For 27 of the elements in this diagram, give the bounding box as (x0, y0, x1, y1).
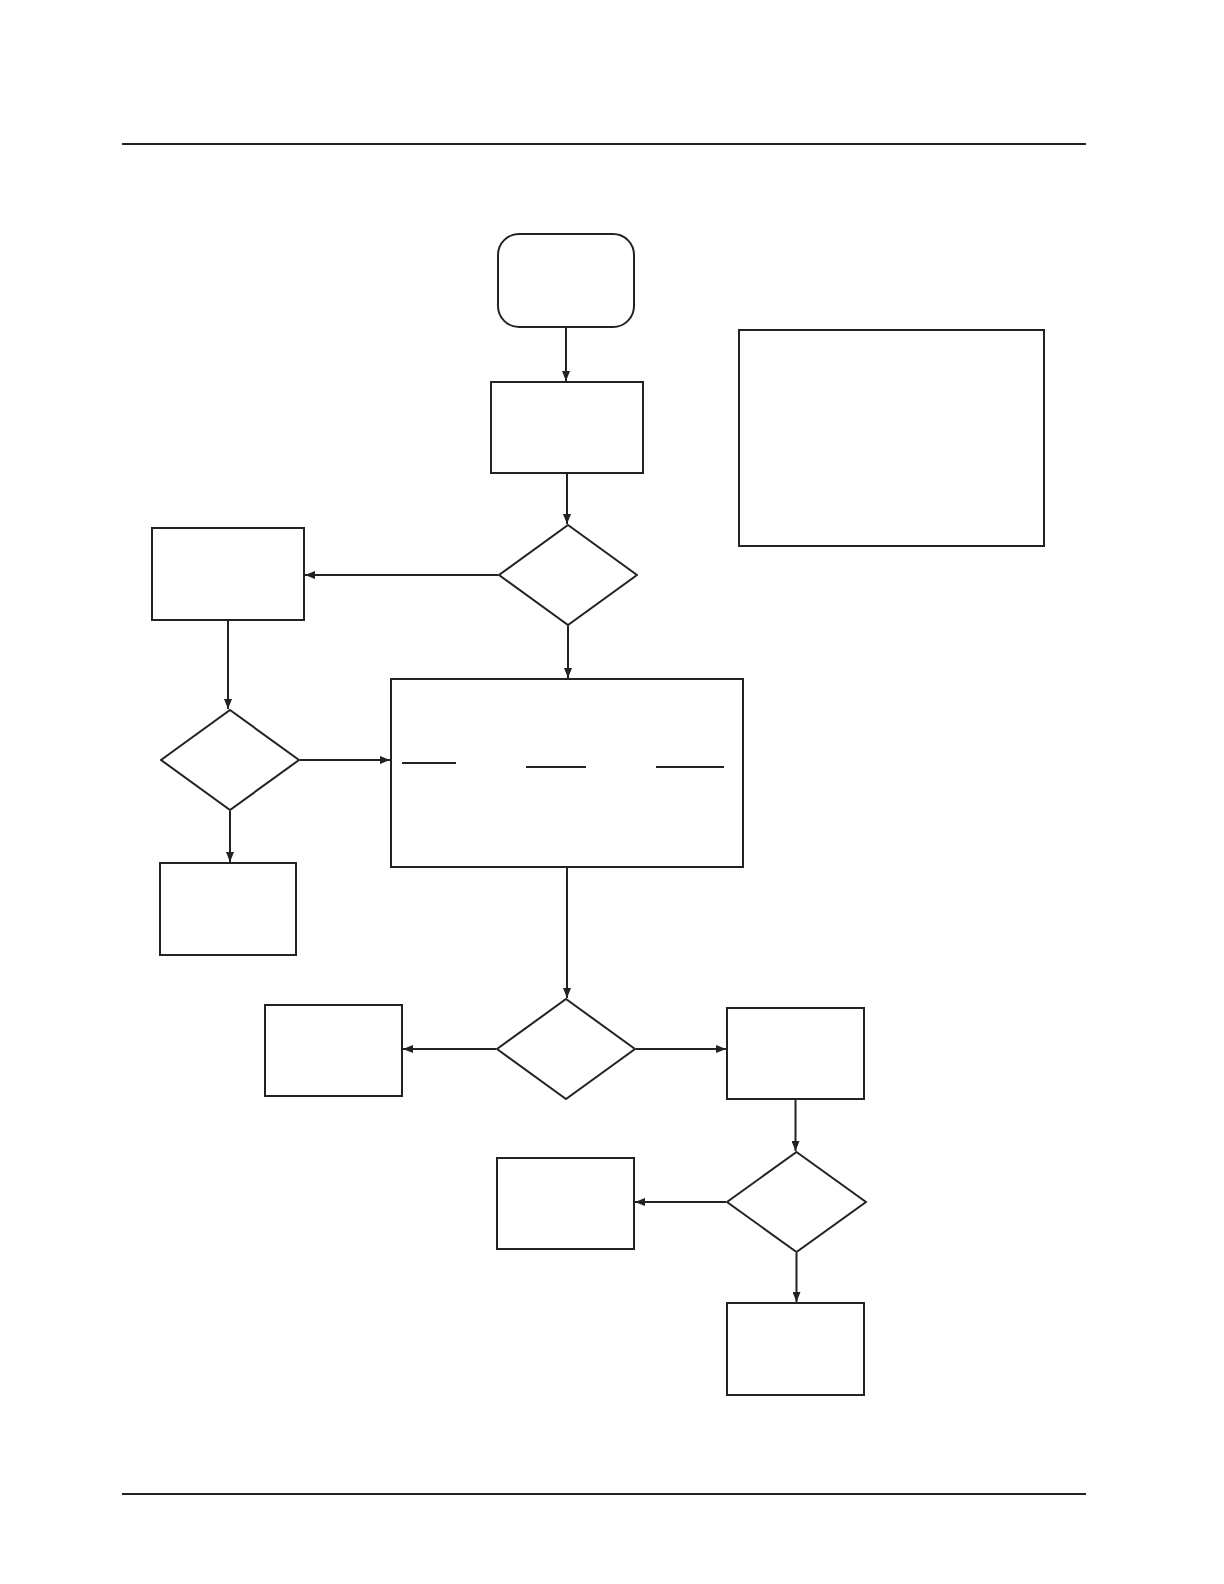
process-box (490, 381, 644, 474)
decision-diamond (496, 998, 636, 1100)
arrow (564, 625, 572, 679)
process-box (264, 1004, 403, 1097)
process-box (496, 1157, 635, 1250)
arrow (304, 571, 499, 579)
process-box (151, 527, 305, 621)
arrow (792, 1252, 801, 1303)
arrow (224, 620, 232, 710)
process-box (497, 233, 635, 328)
process-box (159, 862, 297, 956)
process-box (726, 1007, 865, 1100)
process-box (738, 329, 1045, 547)
decision-diamond (160, 709, 300, 811)
arrow (299, 756, 391, 764)
process-box (390, 678, 744, 868)
arrow (562, 327, 570, 382)
arrow (563, 867, 571, 999)
arrow (791, 1099, 800, 1152)
decision-diamond (498, 524, 638, 626)
arrow (563, 473, 571, 525)
arrow (402, 1045, 497, 1053)
arrow (634, 1198, 727, 1206)
process-box (726, 1302, 865, 1396)
decision-diamond (726, 1151, 867, 1253)
arrow (226, 810, 234, 863)
arrow (635, 1045, 727, 1053)
